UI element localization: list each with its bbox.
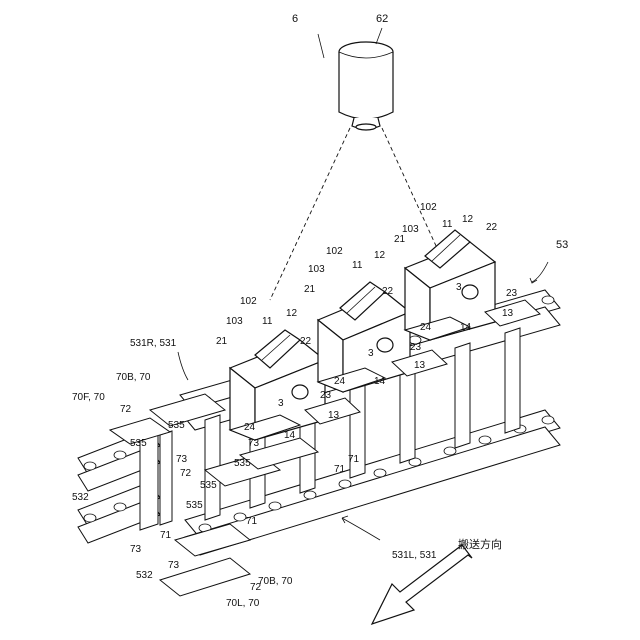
label-531L: 531L, 531 — [392, 550, 437, 561]
label-103-a: 103 — [226, 316, 243, 327]
label-11-a: 11 — [262, 316, 273, 327]
label-71-a: 71 — [348, 454, 360, 465]
label-535-b: 535 — [130, 438, 147, 449]
leader-53 — [532, 262, 548, 282]
label-11-b: 11 — [352, 260, 363, 271]
label-14-a: 14 — [284, 430, 296, 441]
label-70B-lower: 70B, 70 — [258, 576, 293, 587]
label-23-c: 23 — [506, 288, 518, 299]
label-24-b: 24 — [334, 376, 346, 387]
label-22-a: 22 — [300, 336, 312, 347]
label-3-a: 3 — [278, 398, 284, 409]
label-535-a: 535 — [168, 420, 185, 431]
label-23-b: 23 — [410, 342, 422, 353]
label-13-a: 13 — [328, 410, 340, 421]
leader-6 — [318, 34, 324, 58]
label-73-c: 73 — [130, 544, 142, 555]
label-72-a: 72 — [120, 404, 132, 415]
label-73-a: 73 — [248, 438, 260, 449]
label-102-a: 102 — [240, 296, 257, 307]
label-22-c: 22 — [486, 222, 498, 233]
label-camera: 62 — [376, 13, 388, 25]
camera-62 — [339, 42, 393, 130]
label-535-c: 535 — [234, 458, 251, 469]
label-71-c: 71 — [246, 516, 258, 527]
label-53: 53 — [556, 239, 568, 251]
label-73-d: 73 — [168, 560, 180, 571]
label-72-b: 72 — [180, 468, 192, 479]
label-24-c: 24 — [420, 322, 432, 333]
label-23-a: 23 — [320, 390, 332, 401]
leader-53-head — [530, 278, 537, 283]
label-21-a: 21 — [216, 336, 228, 347]
label-direction: 搬送方向 — [458, 537, 502, 551]
label-73-b: 73 — [176, 454, 188, 465]
label-24-a: 24 — [244, 422, 256, 433]
label-103-b: 103 — [308, 264, 325, 275]
label-102-c: 102 — [420, 202, 437, 213]
label-535-e: 535 — [186, 500, 203, 511]
leader-531R — [178, 352, 188, 380]
label-531R: 531R, 531 — [130, 338, 177, 349]
label-70F: 70F, 70 — [72, 392, 105, 403]
label-71-d: 71 — [160, 530, 172, 541]
leader-531L — [342, 518, 380, 540]
label-11-c: 11 — [442, 219, 453, 230]
label-3-c: 3 — [456, 282, 462, 293]
label-camera-unit: 6 — [292, 13, 298, 25]
chain-left-end — [78, 430, 172, 543]
label-71-b: 71 — [334, 464, 346, 475]
leader-62 — [376, 28, 382, 44]
label-22-b: 22 — [382, 286, 394, 297]
label-13-c: 13 — [502, 308, 514, 319]
label-12-b: 12 — [374, 250, 386, 261]
label-14-c: 14 — [460, 322, 472, 333]
label-12-a: 12 — [286, 308, 298, 319]
label-70B-upper: 70B, 70 — [116, 372, 151, 383]
label-12-c: 12 — [462, 214, 474, 225]
label-532-b: 532 — [136, 570, 153, 581]
label-72-c: 72 — [250, 582, 262, 593]
label-102-b: 102 — [326, 246, 343, 257]
label-532-a: 532 — [72, 492, 89, 503]
label-14-b: 14 — [374, 376, 386, 387]
label-70L: 70L, 70 — [226, 598, 260, 609]
label-21-b: 21 — [304, 284, 316, 295]
label-3-b: 3 — [368, 348, 374, 359]
label-13-b: 13 — [414, 360, 426, 371]
label-21-c: 21 — [394, 234, 406, 245]
label-535-d: 535 — [200, 480, 217, 491]
